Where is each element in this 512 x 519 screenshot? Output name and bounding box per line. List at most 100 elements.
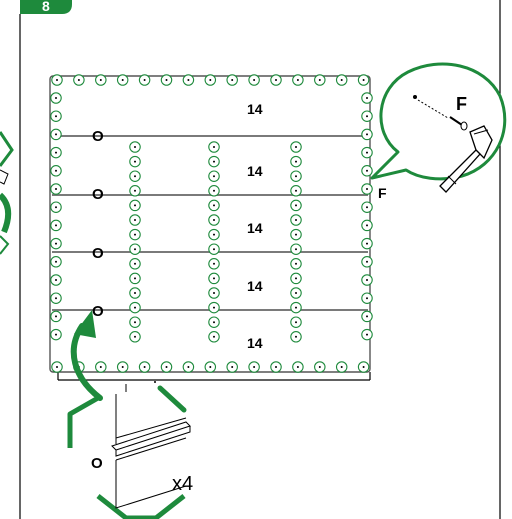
nail-marker [129,185,141,197]
nail-marker [160,74,173,86]
nail-marker [51,74,63,86]
nail-marker [208,214,220,226]
nail-marker [50,201,62,213]
nail-marker [208,243,220,255]
nail-marker [50,219,62,232]
nail-callout-bubble: F [370,62,507,193]
nail-marker [314,74,326,86]
nail-marker [290,185,302,197]
nail-marker [290,155,302,168]
rail-label: O [92,186,104,203]
nail-marker [182,74,195,86]
nail-marker [50,237,62,250]
panel-label: 14 [247,163,263,179]
nail-marker [138,74,151,86]
nail-marker [50,128,62,141]
nail-marker [361,328,373,341]
nail-marker [51,361,63,373]
panel-label: 14 [247,220,263,236]
nail-marker [208,170,220,182]
nail-marker [248,74,260,86]
nail-marker [357,74,370,86]
panel-label: 14 [247,101,263,117]
nail-icon [413,95,468,131]
nail-marker [290,214,302,226]
nail-marker [95,74,107,86]
nail-marker [290,170,302,182]
nail-marker [361,201,373,213]
nail-marker [50,92,62,104]
nail-marker [290,272,302,285]
quantity-label: x4 [172,473,193,495]
nail-marker [290,228,302,241]
nail-marker [290,316,302,328]
nail-marker [361,92,373,104]
panel-labels: 14 14 14 14 14 [247,101,263,351]
nail-marker [290,141,302,153]
arrow-icon [70,310,103,401]
nail-marker [361,292,373,304]
nail-marker [204,74,217,86]
previous-step-fragment [0,131,14,255]
nail-marker [361,310,373,323]
nail-marker [208,228,220,241]
nail-marker [129,272,141,285]
nail-marker [335,361,348,373]
rail-label: O [92,245,104,262]
nail-marker [270,74,282,86]
nail-marker [204,361,217,373]
nail-marker [208,141,220,153]
rail-label: O [92,128,104,145]
nail-marker [361,183,373,195]
nail-marker [129,331,141,343]
nail-marker [129,301,141,314]
step-badge: 8 [20,0,72,14]
nail-marker [270,361,282,373]
nail-marker [290,331,302,343]
nail-marker [129,141,141,153]
nail-marker [116,361,129,373]
nail-marker [129,155,141,168]
nail-marker [208,301,220,314]
nail-marker [208,155,220,168]
nail-marker [208,272,220,285]
nail-marker [129,287,141,299]
nail-marker [361,128,373,141]
rail-part-drawing [111,394,191,509]
rail-labels: O O O O [92,128,104,320]
nail-marker [129,258,141,270]
decorative-dot [154,381,156,383]
step-number: 8 [42,0,50,14]
nail-marker [50,292,62,304]
nail-marker [208,199,220,212]
nail-marker [314,361,326,373]
nail-marker [208,185,220,197]
nail-marker [290,287,302,299]
nail-marker [361,256,373,268]
nail-marker [290,199,302,212]
screw-label: F [378,185,387,201]
nail-marker [208,316,220,328]
panel-label: 14 [247,278,263,294]
nail-marker [50,183,62,195]
nail-marker [129,170,141,182]
hammer-icon [439,125,493,193]
nail-marker [361,274,373,286]
nail-marker [357,361,370,373]
nail-marker [290,243,302,255]
nail-marker [182,361,195,373]
nail-marker [50,110,62,122]
nail-marker [208,287,220,299]
rail-parts-callout: O x4 [67,384,193,519]
nail-marker [73,74,85,86]
nail-marker [50,310,62,323]
nail-marker [95,361,107,373]
callout-part-label: O [91,455,103,472]
nail-marker [129,214,141,226]
nail-marker [361,165,373,177]
nail-marker [361,219,373,232]
nail-marker [129,243,141,255]
callout-screw-label: F [456,94,467,114]
nail-markers [50,74,373,373]
